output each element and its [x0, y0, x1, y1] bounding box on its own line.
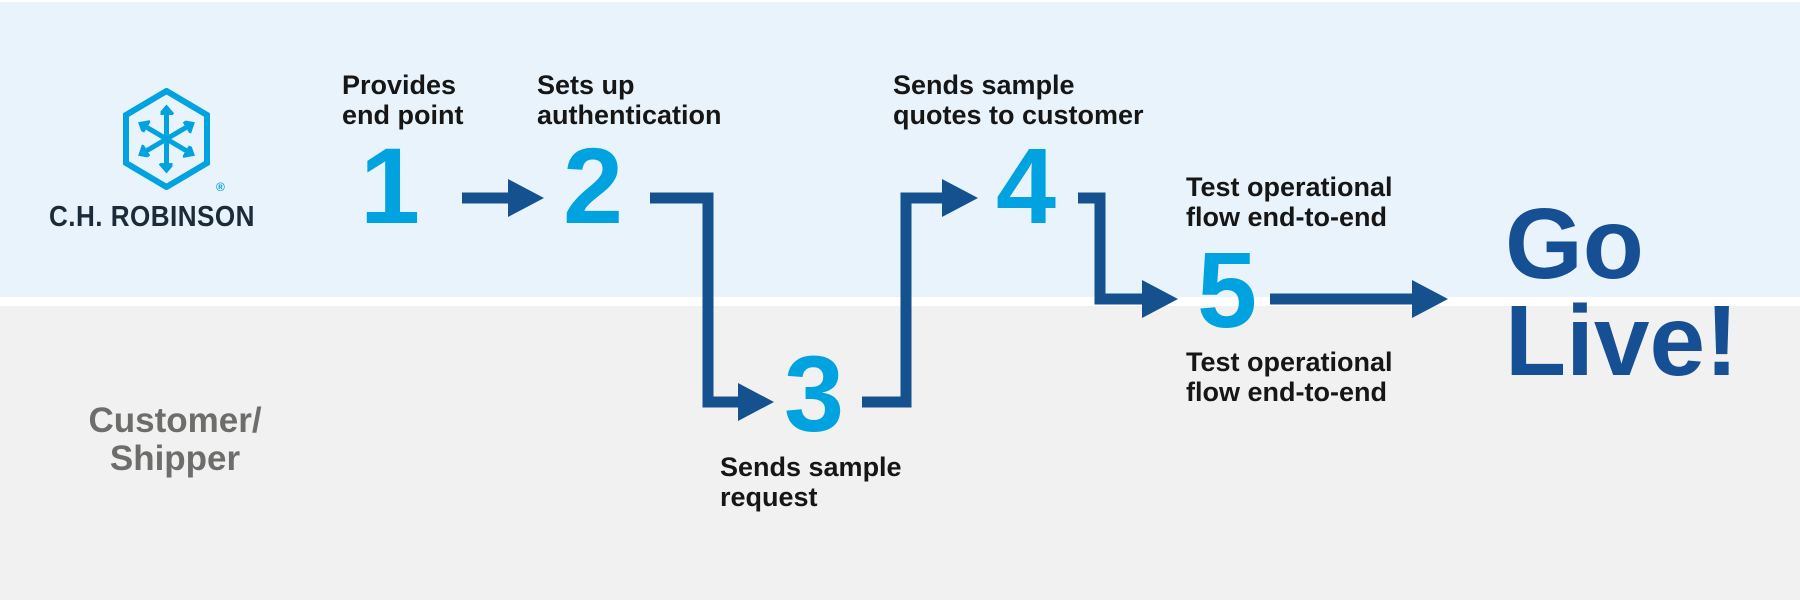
step4-label: Sends sample quotes to customer — [893, 70, 1144, 130]
step1-label: Provides end point — [342, 70, 464, 130]
step2-number: 2 — [562, 125, 624, 246]
step3-label: Sends sample request — [720, 452, 902, 512]
ch-robinson-hexagon-arrows-icon — [123, 88, 210, 190]
step5-label-bottom: Test operational flow end-to-end — [1186, 347, 1393, 407]
go-live-label: Go Live! — [1505, 188, 1739, 397]
registered-trademark: ® — [216, 180, 225, 194]
step5-label-top: Test operational flow end-to-end — [1186, 172, 1393, 232]
logo-wordmark: C.H. ROBINSON — [49, 201, 255, 233]
step1-number: 1 — [359, 125, 421, 246]
step2-label: Sets up authentication — [537, 70, 722, 130]
step4-number: 4 — [995, 125, 1057, 246]
customer-shipper-label: Customer/ Shipper — [88, 401, 262, 478]
step3-number: 3 — [783, 333, 845, 454]
step5-number: 5 — [1196, 229, 1258, 350]
